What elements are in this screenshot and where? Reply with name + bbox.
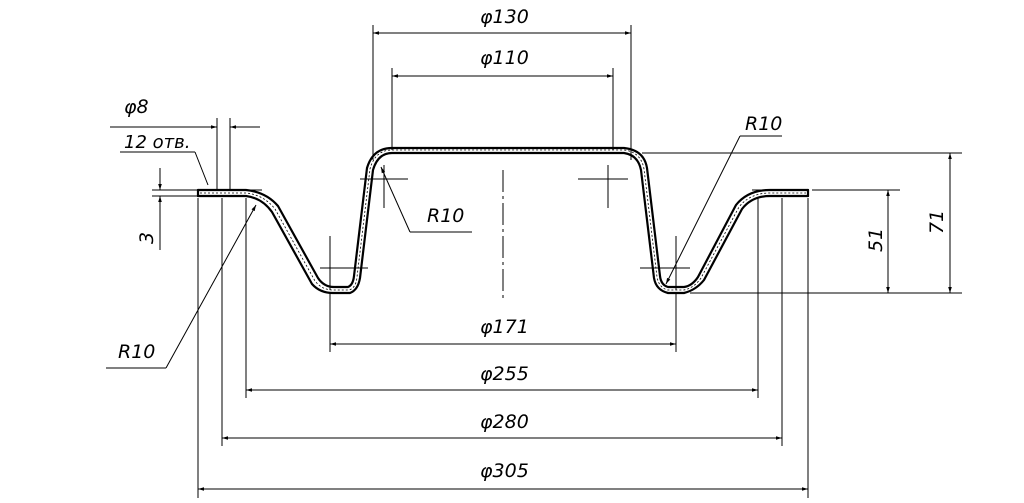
dim-d255: φ255 — [245, 198, 759, 398]
dim-hole-count-label: 12 отв. — [124, 132, 190, 153]
dim-r10-left: R10 — [106, 204, 257, 369]
dim-d171-label: φ171 — [480, 316, 529, 338]
dim-r10-right-label: R10 — [745, 113, 782, 135]
center-marks — [228, 165, 782, 290]
dim-hole-dia-label: φ8 — [124, 96, 149, 118]
dim-r10-right: R10 — [665, 113, 782, 285]
dim-r10-left-label: R10 — [118, 341, 155, 363]
dim-hole: φ8 12 отв. — [110, 96, 260, 190]
dim-d171: φ171 — [329, 292, 677, 352]
dim-d110: φ110 — [391, 47, 614, 150]
dim-d130-label: φ130 — [480, 6, 529, 28]
dim-r10-inner-label: R10 — [427, 205, 464, 227]
dim-d255-label: φ255 — [480, 363, 529, 385]
dim-d305-label: φ305 — [480, 460, 529, 482]
dim-thickness: 3 — [136, 168, 198, 250]
dim-d130: φ130 — [372, 6, 632, 160]
dim-thickness-label: 3 — [136, 232, 158, 244]
dim-heights: 51 71 — [642, 152, 962, 294]
dim-d110-label: φ110 — [480, 47, 529, 69]
dim-r10-inner: R10 — [380, 166, 472, 233]
part-section-hatch — [200, 149, 806, 291]
dim-d305: φ305 — [197, 198, 809, 498]
part-outline-outer — [196, 151, 810, 295]
part-outline-inner — [196, 146, 810, 289]
dim-h71-label: 71 — [926, 210, 948, 234]
dim-d280-label: φ280 — [480, 411, 529, 433]
dim-d280: φ280 — [221, 198, 783, 446]
dim-h51-label: 51 — [865, 228, 887, 252]
